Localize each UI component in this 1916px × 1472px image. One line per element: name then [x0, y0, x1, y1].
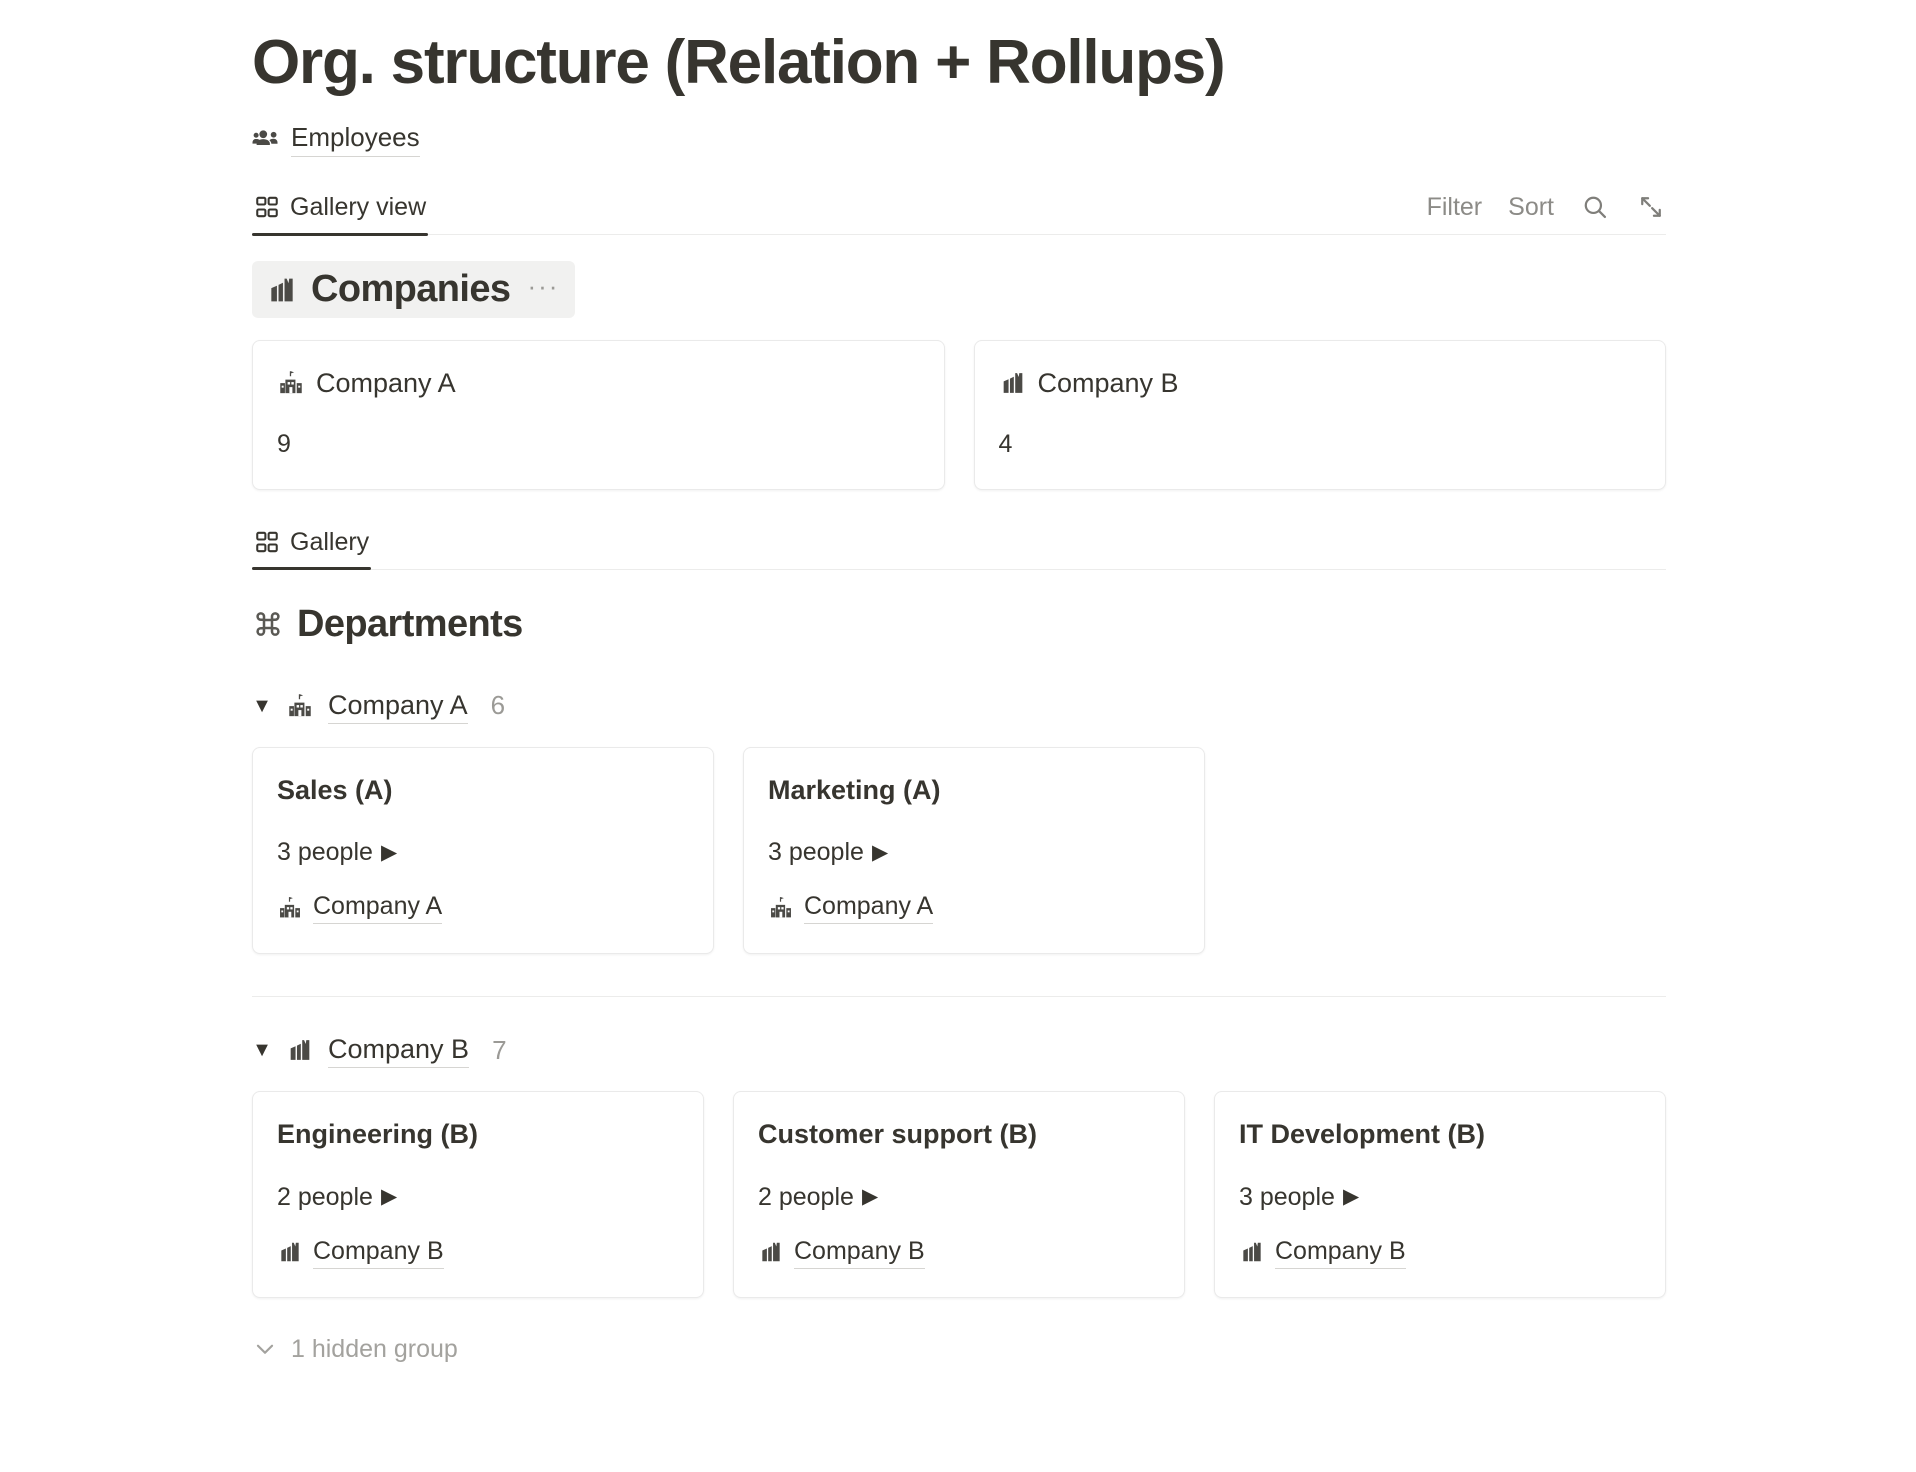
rollup-count-label: 2 people [277, 1182, 373, 1211]
group-collapse-caret[interactable]: ▼ [252, 694, 272, 717]
chevron-down-icon [252, 1336, 278, 1362]
department-rollup[interactable]: 2 people ▶ [277, 1182, 679, 1212]
group-count: 7 [492, 1034, 507, 1065]
hidden-group-label: 1 hidden group [291, 1335, 458, 1364]
company-card[interactable]: Company A 9 [252, 339, 945, 490]
company-card-name: Company B [1037, 367, 1179, 398]
rollup-count-label: 3 people [1239, 1182, 1335, 1211]
company-card[interactable]: Company B 4 [973, 339, 1666, 490]
group-collapse-caret[interactable]: ▼ [252, 1039, 272, 1062]
department-card[interactable]: Sales (A) 3 people ▶ [252, 746, 714, 954]
school-building-icon [277, 369, 305, 397]
section-menu-button[interactable]: ··· [527, 270, 560, 301]
department-card[interactable]: Engineering (B) 2 people ▶ Company B [252, 1091, 704, 1299]
department-rollup[interactable]: 3 people ▶ [768, 837, 1180, 867]
rollup-expand-triangle-icon[interactable]: ▶ [380, 1185, 398, 1209]
department-title: IT Development (B) [1239, 1119, 1486, 1150]
department-card[interactable]: Customer support (B) 2 people ▶ Company … [733, 1091, 1185, 1299]
company-card-value: 4 [998, 430, 1013, 459]
page-content: Org. structure (Relation + Rollups) Empl… [252, 0, 1666, 1364]
department-card[interactable]: Marketing (A) 3 people ▶ [743, 746, 1205, 954]
department-rollup[interactable]: 3 people ▶ [277, 837, 689, 867]
companies-card-row: Company A 9 Company B 4 [252, 339, 1666, 490]
factory-building-icon [758, 1239, 784, 1265]
department-card-row: Engineering (B) 2 people ▶ Company B [252, 1091, 1666, 1299]
tab-label: Gallery view [290, 193, 427, 222]
relation-link[interactable]: Company B [794, 1236, 925, 1269]
department-relation[interactable]: Company B [1239, 1236, 1641, 1269]
factory-building-icon [1239, 1239, 1265, 1265]
relation-link[interactable]: Company B [1275, 1236, 1406, 1269]
group-name-link[interactable]: Company B [328, 1032, 470, 1069]
rollup-expand-triangle-icon[interactable]: ▶ [1342, 1185, 1360, 1209]
factory-building-icon [266, 274, 298, 306]
view-tabbar: Gallery view Filter Sort [252, 181, 1666, 236]
sort-button[interactable]: Sort [1508, 193, 1554, 222]
relation-link[interactable]: Company A [313, 891, 443, 925]
command-icon [252, 608, 284, 640]
department-title: Marketing (A) [768, 774, 941, 805]
page-title: Org. structure (Relation + Rollups) [252, 28, 1226, 97]
expand-diagonal-icon[interactable] [1636, 192, 1666, 222]
rollup-expand-triangle-icon[interactable]: ▶ [380, 840, 398, 864]
factory-building-icon [286, 1036, 314, 1064]
company-card-head: Company B [999, 367, 1642, 399]
tab-gallery-view[interactable]: Gallery view [252, 192, 440, 236]
tab-gallery[interactable]: Gallery [252, 527, 383, 571]
filter-button[interactable]: Filter [1426, 193, 1483, 222]
department-title: Sales (A) [277, 774, 393, 805]
rollup-count-label: 2 people [758, 1182, 854, 1211]
group-name-link[interactable]: Company A [328, 688, 468, 724]
rollup-expand-triangle-icon[interactable]: ▶ [871, 840, 889, 864]
factory-building-icon [277, 1239, 303, 1265]
relation-link[interactable]: Company A [804, 891, 934, 925]
factory-building-icon [999, 369, 1027, 397]
view-toolbar-actions: Filter Sort [1427, 192, 1666, 234]
department-card-row: Sales (A) 3 people ▶ [252, 746, 1666, 954]
department-title: Engineering (B) [277, 1119, 478, 1150]
department-rollup[interactable]: 2 people ▶ [758, 1182, 1160, 1212]
school-building-icon [768, 895, 794, 921]
group-header-company-b[interactable]: ▼ Company B 7 [252, 1031, 1666, 1069]
department-title: Customer support (B) [758, 1119, 1037, 1150]
rollup-count-label: 3 people [768, 838, 864, 867]
department-relation[interactable]: Company A [277, 891, 689, 925]
department-card[interactable]: IT Development (B) 3 people ▶ Company B [1214, 1091, 1666, 1299]
school-building-icon [286, 692, 314, 720]
group-count: 6 [490, 690, 506, 721]
gallery-tabbar: Gallery [252, 516, 1666, 571]
gallery-grid-icon [254, 194, 280, 220]
section-header-departments[interactable]: Departments [252, 596, 539, 653]
department-relation[interactable]: Company B [277, 1236, 679, 1269]
people-group-icon [252, 124, 282, 154]
search-icon[interactable] [1580, 192, 1610, 222]
department-rollup[interactable]: 3 people ▶ [1239, 1182, 1641, 1212]
department-relation[interactable]: Company B [758, 1236, 1160, 1269]
group-header-company-a[interactable]: ▼ Company A 6 [252, 687, 1666, 725]
section-title: Departments [297, 602, 523, 645]
tab-label: Gallery [290, 527, 370, 556]
company-card-value: 9 [277, 430, 291, 459]
company-card-head: Company A [277, 367, 920, 399]
group-divider [252, 995, 1666, 998]
rollup-expand-triangle-icon[interactable]: ▶ [861, 1185, 879, 1209]
hidden-group-toggle[interactable]: 1 hidden group [252, 1334, 1666, 1364]
relation-link[interactable]: Company B [313, 1236, 444, 1269]
company-card-name: Company A [316, 367, 456, 398]
rollup-count-label: 3 people [277, 838, 373, 867]
department-relation[interactable]: Company A [768, 891, 1180, 925]
section-header-companies[interactable]: Companies ··· [252, 261, 576, 318]
breadcrumb-label: Employees [291, 121, 420, 157]
section-title: Companies [311, 268, 511, 311]
school-building-icon [277, 895, 303, 921]
gallery-grid-icon [254, 529, 280, 555]
breadcrumb[interactable]: Employees [252, 121, 1666, 157]
